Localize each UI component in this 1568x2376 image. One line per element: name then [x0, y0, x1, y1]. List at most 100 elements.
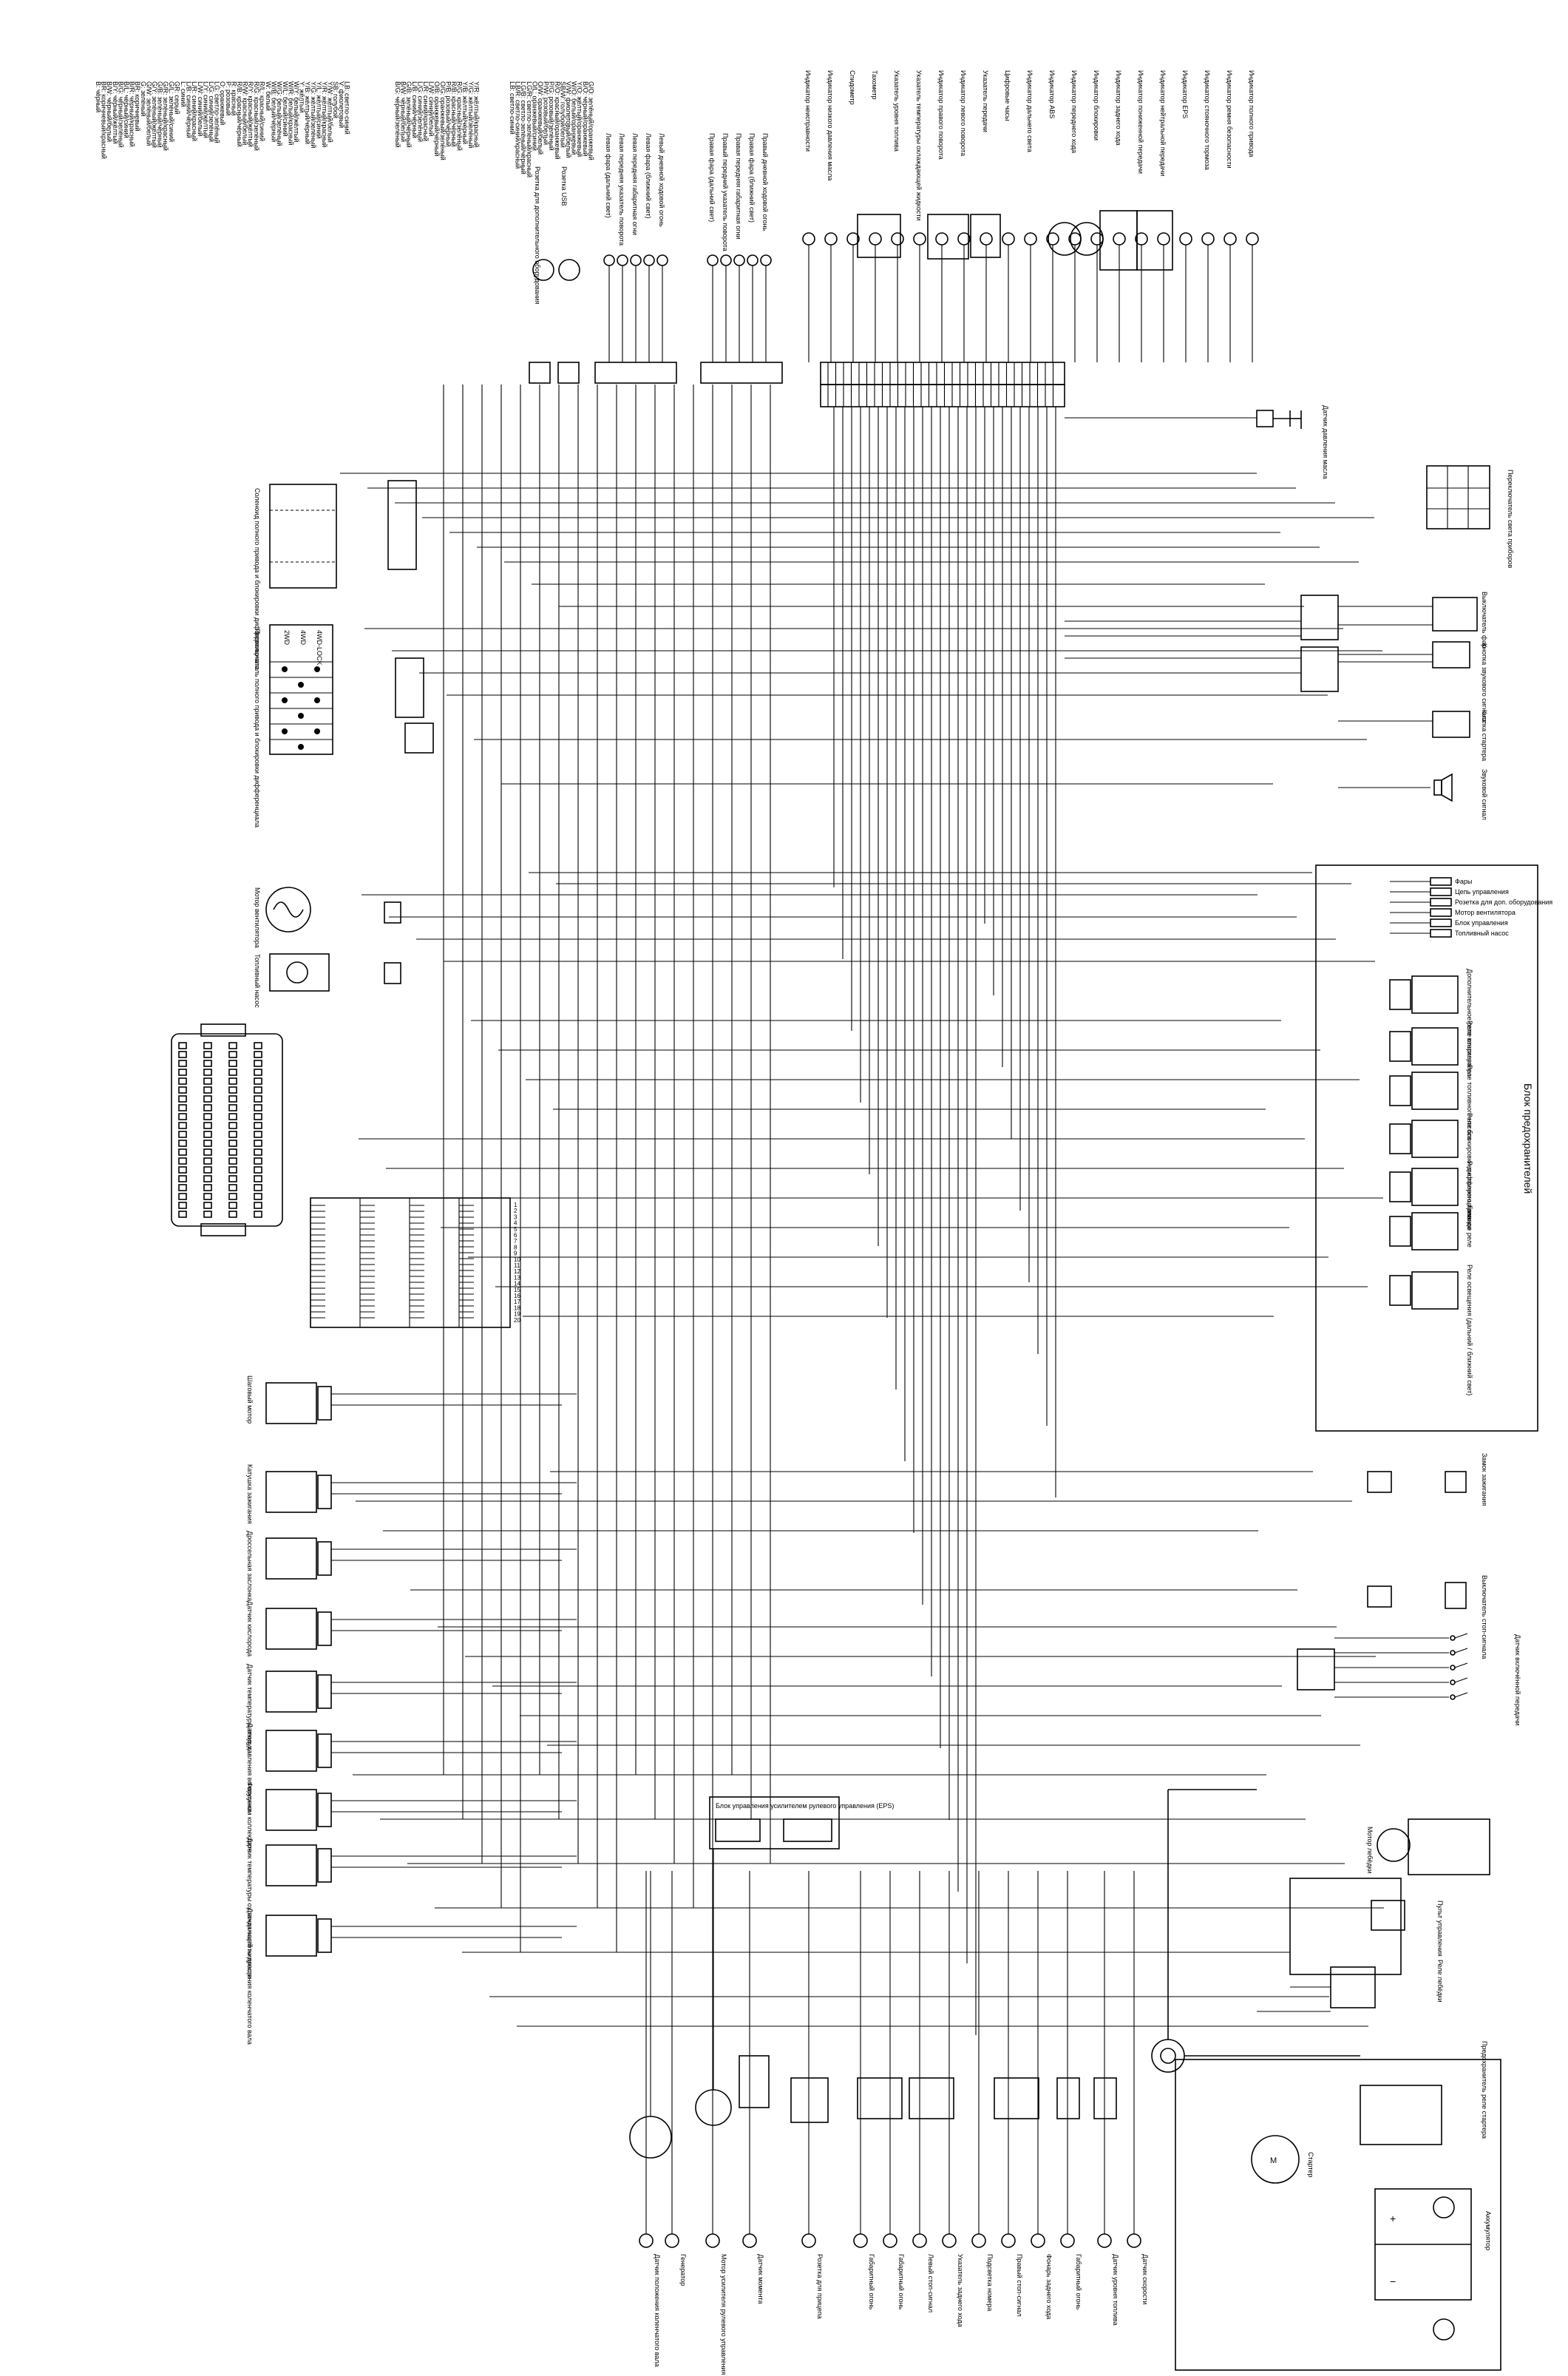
connector-cell: [228, 1211, 237, 1218]
connector-cell: [178, 1140, 187, 1147]
socket-label: Розетка USB: [560, 166, 568, 206]
indicator-label: Индикатор заднего хода: [1115, 70, 1122, 146]
device-label: Левый стоп-сигнал: [927, 2254, 934, 2312]
indicator-lamp: [869, 232, 882, 246]
connector-cell: [203, 1077, 212, 1085]
sensor-body: [265, 1382, 317, 1424]
accessory-socket-connector: [557, 362, 580, 384]
indicator-lamp: [980, 232, 993, 246]
indicator-lamp: [1113, 232, 1126, 246]
connector-cell: [228, 1193, 237, 1200]
diagnostic-connector-latch-bottom: [200, 1223, 246, 1236]
ecu-pin-number: 2: [514, 1208, 517, 1214]
connector-cell: [178, 1113, 187, 1120]
speedometer-display: [1099, 210, 1138, 271]
legend-entry: B/G: чёрный/зелёный: [117, 81, 124, 148]
oil-pressure-sensor: [1256, 410, 1291, 427]
power-group: Мотор лебёдки Пульт управления Реле лебё…: [1151, 1818, 1501, 2371]
legend-entry: L/G: синий/зелёный: [208, 81, 215, 142]
legend-entry: O: оранжевый: [219, 81, 226, 125]
connector-cell: [254, 1077, 262, 1085]
headlight-switch: [1432, 597, 1478, 632]
drive-mode-label: 2WD: [283, 630, 291, 646]
fuse-icon: [1430, 908, 1452, 917]
ecu-pin-number: 15: [514, 1287, 520, 1293]
legend-entry: G/W: зелёный/белый: [145, 81, 152, 146]
contact-dot: [298, 682, 304, 688]
legend-entry: Y/R: жёлтый/красный: [472, 81, 480, 147]
legend-entry: B/L: чёрный/синий: [123, 81, 130, 138]
clock-display: [970, 214, 1001, 258]
ecu-pin-number: 16: [514, 1293, 520, 1299]
gear-indicator-display: [927, 214, 969, 260]
indicator-label: Индикатор низкого давления масла: [827, 70, 834, 180]
output-label: Левая передняя указатель поворота: [618, 133, 625, 246]
connector-cell: [203, 1202, 212, 1209]
sensor-connector: [317, 1475, 332, 1509]
ecu-pin-number: 17: [514, 1299, 520, 1305]
indicator-label: Указатель передачи: [982, 70, 989, 132]
device-icon: [705, 2233, 720, 2248]
brake-switch: [1445, 1582, 1467, 1609]
ecu-pin-number: 1: [514, 1202, 517, 1208]
sensor-label: Датчик частоты вращения коленчатого вала: [246, 1908, 254, 2045]
bottom-devices: Блок управления усилителем рулевого упра…: [629, 1796, 1149, 2375]
connector-cell: [178, 1122, 187, 1129]
connector-cell: [228, 1157, 237, 1165]
legend-entry: O/G: оранжевый/зелёный: [439, 81, 447, 160]
relay-label: Реле блокировки дифференциала: [1466, 1113, 1473, 1219]
connector-cell: [228, 1113, 237, 1120]
contact-point: [1450, 1679, 1456, 1685]
connector-cell: [254, 1175, 262, 1182]
connector-cell: [228, 1051, 237, 1058]
legend-entry: W/O: белый/оранжевый: [571, 81, 578, 155]
eps-control-unit: [709, 1796, 840, 1849]
legend-entry: Y/W: жёлтый/белый: [327, 81, 334, 143]
ecu-pin-number: 4: [514, 1220, 517, 1227]
connector-cell: [203, 1175, 212, 1182]
relay-icon: [1411, 1271, 1459, 1310]
connector-cell: [203, 1211, 212, 1218]
connector-cell: [228, 1131, 237, 1138]
start-button: [1432, 711, 1470, 738]
legend-entry: BR: коричневый: [134, 81, 141, 132]
connector-cell: [228, 1095, 237, 1103]
ignition-switch: [1445, 1471, 1467, 1493]
rear-light-connector-3: [994, 2077, 1039, 2119]
connector-cell: [203, 1051, 212, 1058]
device-icon: [1031, 2233, 1045, 2248]
connector-cell: [203, 1193, 212, 1200]
lamp-icon: [733, 254, 745, 266]
output-label: Правая фара (дальний свет): [708, 133, 716, 222]
legend-entry: B/O: чёрный/оранжевый: [582, 81, 589, 156]
legend-entry: V/W: фиолетовый/белый: [565, 81, 572, 158]
indicator-label: Индикатор ремня безопасности: [1226, 70, 1233, 169]
fuse-label: Цепь управления: [1455, 888, 1509, 896]
output-label: Правый дневной ходовой огонь: [761, 133, 769, 231]
indicator-label: Цифровые часы: [1004, 70, 1011, 121]
ecu-pin-number: 14: [514, 1281, 520, 1287]
ecu-pin-number: 6: [514, 1232, 517, 1239]
sensor-connector: [317, 1674, 332, 1709]
horn-button-label: Кнопка звукового сигнала: [1481, 643, 1488, 722]
indicator-label: Индикатор полного привода: [1248, 70, 1255, 157]
connector-cell: [178, 1086, 187, 1094]
diff-lock-solenoid: [269, 484, 337, 589]
sensor-label: Дроссельная заслонка: [246, 1531, 254, 1601]
fuel-gauge-icon: [1048, 222, 1082, 256]
device-label: Подсветка номера: [986, 2254, 994, 2311]
legend-entry: Y: жёлтый: [299, 81, 306, 112]
connector-cell: [254, 1069, 262, 1076]
lamp-icon: [603, 254, 615, 266]
legend-entry: B/R: чёрный/красный: [129, 81, 136, 147]
legend-entry: Y/G: жёлтый/зелёный: [467, 81, 475, 148]
battery-plus: +: [1390, 2213, 1396, 2224]
connector-cell: [203, 1148, 212, 1156]
sensor-connector: [317, 1541, 332, 1576]
ecu-pin-number: 18: [514, 1304, 520, 1311]
lamp-icon: [617, 254, 628, 266]
